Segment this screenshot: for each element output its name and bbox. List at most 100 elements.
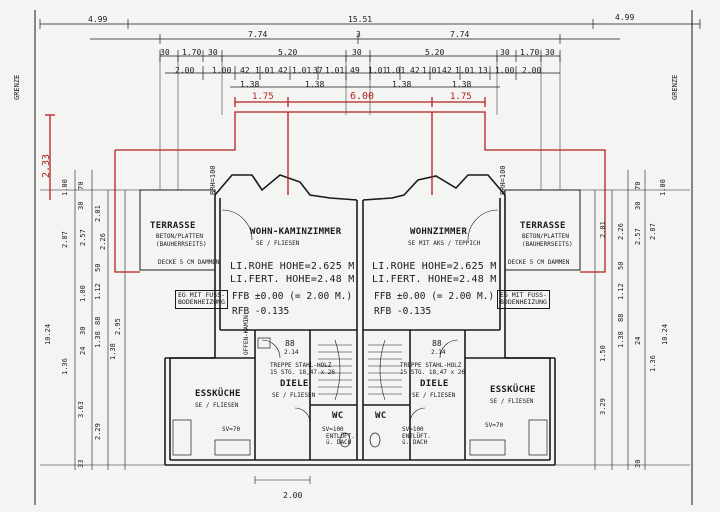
left-dim: 2.95 <box>114 318 122 335</box>
wc-left-sub: ENTLÜFT. ü. DACH <box>326 433 355 446</box>
dim-row3: 13 <box>478 66 488 75</box>
left-dim: 24 <box>79 346 87 355</box>
living-right-sub: SE MIT AKS / TEPPICH <box>408 240 481 247</box>
spec-left-fert: LI.FERT. HOHE=2.48 M <box>230 274 355 285</box>
stair-right-line1: TREPPE STAHL-HOLZ <box>400 362 462 369</box>
red-dim-left: 1.75 <box>252 92 274 102</box>
left-dim: 1.00 <box>61 179 69 196</box>
left-dim: 1.00 <box>79 285 87 302</box>
spec-left-ffb: FFB ±0.00 (= 2.00 M.) <box>232 291 353 302</box>
fireplace-label: OFFEN-KAMIN <box>243 315 250 355</box>
right-dim: 2.87 <box>649 223 657 240</box>
door-height-left: 2.14 <box>284 349 299 356</box>
dim-row3: 2.00 <box>522 66 542 75</box>
heating-note-left: EG MIT FUSS- BODENHEIZUNG <box>175 290 228 309</box>
red-dim-center: 6.00 <box>350 91 375 102</box>
kitchen-right-title: ESSKÜCHE <box>490 385 536 395</box>
terrace-left-note: DECKE 5 CM DAMMEN <box>158 259 220 266</box>
dim-right-half: 7.74 <box>450 30 470 39</box>
dim-row3: 1.01 <box>292 66 312 75</box>
dim-overall-left: 4.99 <box>88 15 108 24</box>
brh-left: BRH=100 <box>209 165 217 195</box>
kitchen-right-sub: SE / FLIESEN <box>490 398 534 405</box>
right-dim: 24 <box>634 336 642 345</box>
kitchen-left-title: ESSKÜCHE <box>195 389 241 399</box>
dim-row2: 30 <box>500 48 510 57</box>
dim-row3: 1.01 <box>386 66 406 75</box>
dim-overall-right: 4.99 <box>615 13 635 22</box>
dim-row2: 30 <box>545 48 555 57</box>
living-right-title: WOHNZIMMER <box>410 227 468 237</box>
wc-right-title: WC <box>375 411 387 421</box>
left-dim: 2.87 <box>61 231 69 248</box>
dim-row4: 1.38 <box>452 80 472 89</box>
left-dim: 1.36 <box>61 358 69 375</box>
hall-right-sub: SE / FLIESEN <box>412 392 456 399</box>
spec-right-rfb: RFB -0.135 <box>374 306 432 317</box>
dim-row3: 49 <box>350 66 360 75</box>
dim-row3: 1.00 <box>212 66 232 75</box>
spec-left-rohe: LI.ROHE HOHE=2.625 M <box>230 261 355 272</box>
dim-row2: 1.70 <box>182 48 202 57</box>
right-dim: 2.01 <box>599 221 607 238</box>
left-dim: 50 <box>94 263 102 272</box>
door-width-left: 88 <box>285 339 295 348</box>
terrace-right-sub2: (BAUHERRSEITS) <box>522 241 573 248</box>
wc-left-title: WC <box>332 411 344 421</box>
heating-note-right: EG MIT FUSS- BODENHEIZUNG <box>497 290 550 309</box>
living-left-sub: SE / FLIESEN <box>256 240 300 247</box>
right-dim: 1.00 <box>659 179 667 196</box>
hall-right-title: DIELE <box>420 379 449 389</box>
right-dim: 30 <box>634 459 642 468</box>
dim-row3: 1.01 <box>422 66 442 75</box>
dim-row2: 1.70 <box>520 48 540 57</box>
kitchen-left-sill: SV=70 <box>222 426 241 433</box>
right-dim: 30 <box>634 201 642 210</box>
right-dim: 1.38 <box>617 331 625 348</box>
right-dim: 1.50 <box>599 345 607 362</box>
spec-right-rohe: LI.ROHE HOHE=2.625 M <box>372 261 497 272</box>
left-dim: 70 <box>77 181 85 190</box>
stair-left-line1: TREPPE STAHL-HOLZ <box>270 362 332 369</box>
left-dim: 3.63 <box>77 401 85 418</box>
dim-row3: 1.01 <box>368 66 388 75</box>
wc-right-sub: ENTLÜFT. ü. DACH <box>402 433 431 446</box>
red-dim-vertical: 2.33 <box>41 153 52 178</box>
right-dim: 1.36 <box>649 355 657 372</box>
spec-right-ffb: FFB ±0.00 (= 2.00 M.) <box>374 291 495 302</box>
right-dim: 2.26 <box>617 223 625 240</box>
boundary-label-right: GRENZE <box>671 74 679 100</box>
dim-row4: 1.38 <box>240 80 260 89</box>
left-dim: 10.24 <box>44 323 52 345</box>
red-dim-right: 1.75 <box>450 92 472 102</box>
door-width-right: 88 <box>432 339 442 348</box>
door-height-right: 2.14 <box>431 349 446 356</box>
bottom-dim: 2.00 <box>283 491 303 500</box>
right-dim: 10.24 <box>661 323 669 345</box>
boundary-label-left: GRENZE <box>13 74 21 100</box>
terrace-right-note: DECKE 5 CM DAMMEN <box>508 259 570 266</box>
dim-row3: 37 <box>313 66 323 75</box>
dim-row4: 1.38 <box>305 80 325 89</box>
dim-row2: 30 <box>352 48 362 57</box>
terrace-left-title: TERRASSE <box>150 221 196 231</box>
left-dim: 2.57 <box>79 229 87 246</box>
left-dim: 30 <box>77 201 85 210</box>
stair-left-line2: 15 STG. 18,47 x 26 <box>270 369 336 376</box>
right-dim: 50 <box>617 261 625 270</box>
living-left-title: WOHN-KAMINZIMMER <box>250 227 342 237</box>
dim-row2: 30 <box>160 48 170 57</box>
dim-row2: 5.20 <box>278 48 298 57</box>
left-dim: 88 <box>94 316 102 325</box>
dim-row3: 42 <box>410 66 420 75</box>
terrace-right-title: TERRASSE <box>520 221 566 231</box>
right-dim: 1.12 <box>617 283 625 300</box>
dim-left-half: 7.74 <box>248 30 268 39</box>
dim-row3: 42 <box>442 66 452 75</box>
left-dim: 2.26 <box>99 233 107 250</box>
dim-row2: 5.20 <box>425 48 445 57</box>
terrace-left-sub2: (BAUHERRSEITS) <box>156 241 207 248</box>
kitchen-right-sill: SV=70 <box>485 422 504 429</box>
